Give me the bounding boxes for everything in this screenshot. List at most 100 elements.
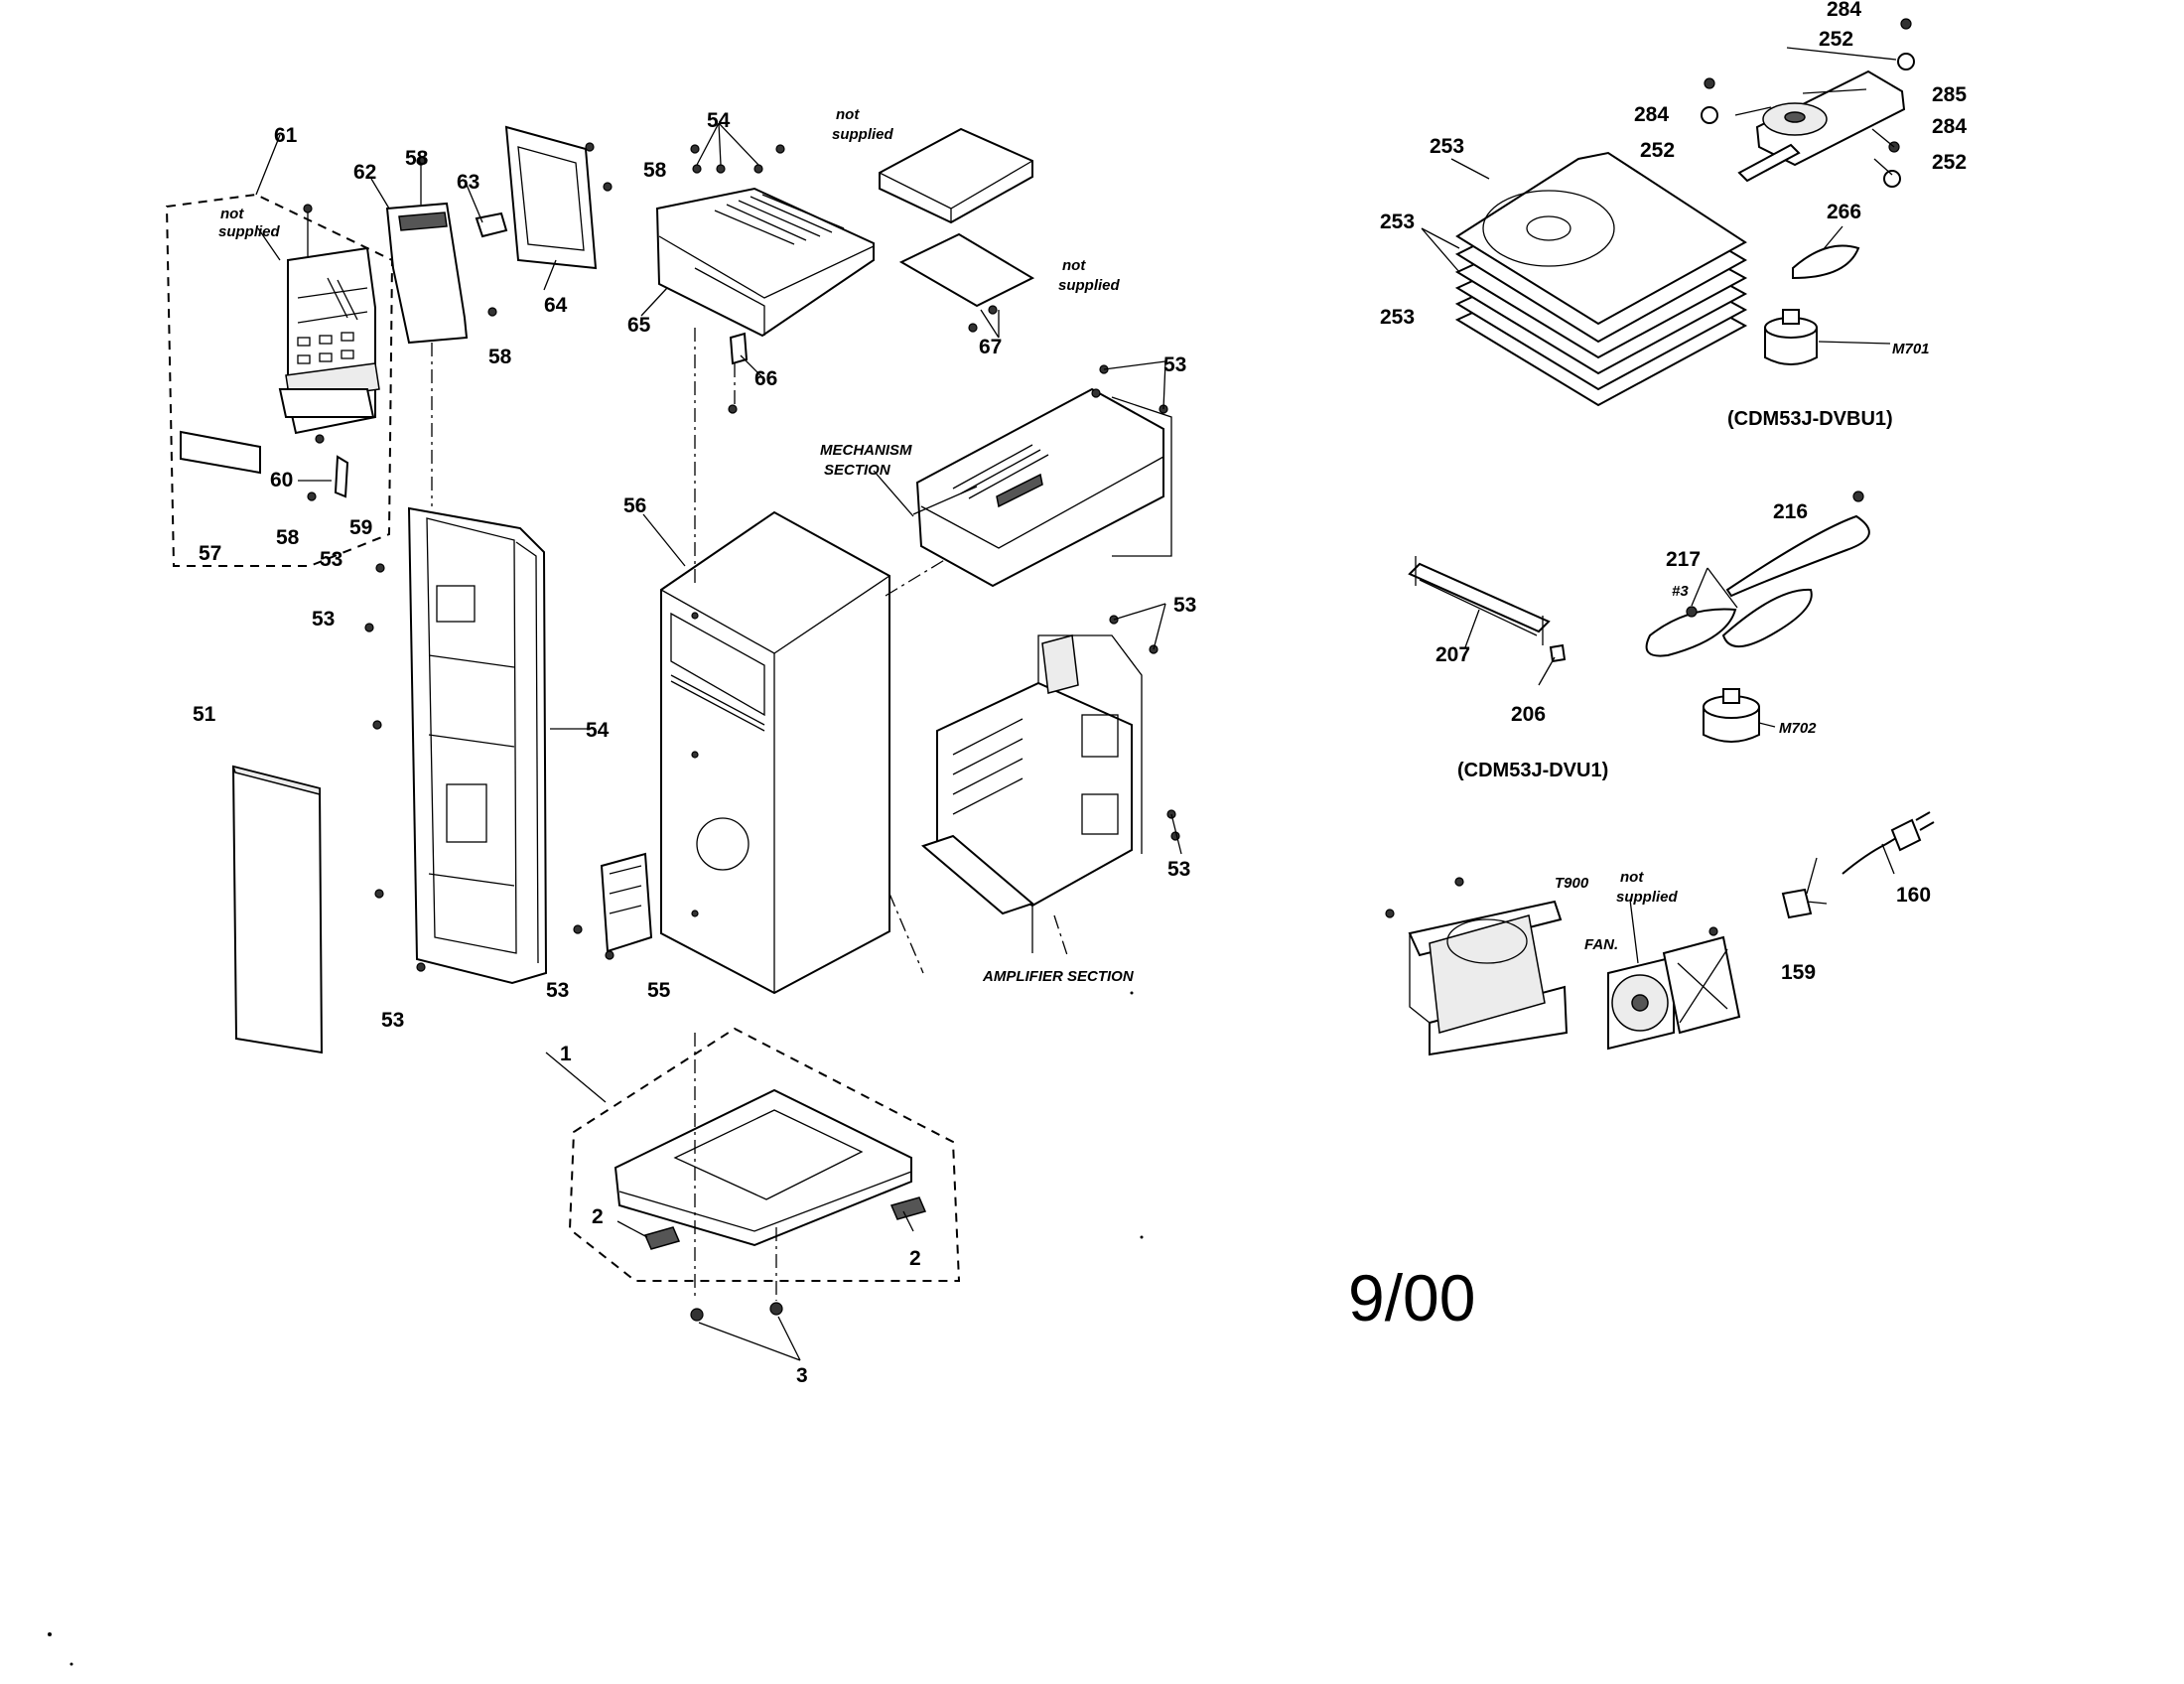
label-54: 54 bbox=[707, 109, 731, 132]
frame-64 bbox=[487, 125, 613, 317]
label-217: 217 bbox=[1666, 548, 1701, 571]
label-M701: M701 bbox=[1892, 341, 1930, 357]
label-67: 67 bbox=[979, 336, 1002, 358]
label-55: 55 bbox=[647, 979, 671, 1002]
label-253: 253 bbox=[1380, 210, 1415, 233]
label-53: 53 bbox=[320, 548, 342, 571]
belts-216-217 bbox=[1645, 491, 1870, 657]
base-assembly-1 bbox=[568, 1027, 961, 1322]
label-253: 253 bbox=[1380, 306, 1415, 329]
transformer-T900 bbox=[1385, 877, 1569, 1056]
label-206: 206 bbox=[1511, 703, 1546, 726]
power-cord-160 bbox=[1842, 811, 1935, 875]
label-266: 266 bbox=[1827, 201, 1861, 223]
label-284: 284 bbox=[1634, 103, 1669, 126]
model-captions: (CDM53J-DVBU1) (CDM53J-DVU1) bbox=[1457, 408, 1893, 781]
note-not: not bbox=[220, 206, 244, 222]
label-58: 58 bbox=[405, 147, 429, 170]
mechanism-section-label-2: SECTION bbox=[824, 462, 891, 479]
caption-cdm53j-dvu1: (CDM53J-DVU1) bbox=[1457, 760, 1608, 781]
connector-66 bbox=[728, 332, 749, 414]
label-1: 1 bbox=[560, 1043, 572, 1065]
date-code: 9/00 bbox=[1348, 1261, 1475, 1334]
bracket-55 bbox=[573, 852, 653, 960]
label-285: 285 bbox=[1932, 83, 1967, 106]
note-supplied: supplied bbox=[1058, 277, 1121, 294]
label-61: 61 bbox=[274, 124, 298, 147]
clip-206 bbox=[1549, 643, 1567, 663]
leader-lines bbox=[255, 47, 1897, 1361]
amplifier-section-label: AMPLIFIER SECTION bbox=[982, 968, 1135, 985]
note-supplied: supplied bbox=[218, 223, 281, 240]
label-216: 216 bbox=[1773, 500, 1808, 523]
label-284: 284 bbox=[1932, 115, 1967, 138]
caption-cdm53j-dvbu1: (CDM53J-DVBU1) bbox=[1727, 408, 1893, 430]
not-supplied-notes: not supplied not supplied not supplied n… bbox=[218, 106, 1679, 906]
front-panel-assembly-61 bbox=[165, 193, 394, 567]
label-56: 56 bbox=[623, 494, 646, 517]
bracket-63 bbox=[475, 211, 508, 238]
label-64: 64 bbox=[544, 294, 568, 317]
label-T900: T900 bbox=[1555, 875, 1589, 892]
label-63: 63 bbox=[457, 171, 479, 194]
label-53: 53 bbox=[546, 979, 569, 1002]
label-252: 252 bbox=[1640, 139, 1675, 162]
motor-M702 bbox=[1703, 688, 1760, 743]
label-62: 62 bbox=[353, 161, 376, 184]
cabinet-56 bbox=[660, 328, 952, 995]
note-not: not bbox=[1062, 257, 1086, 274]
fan-not-supplied bbox=[1607, 926, 1741, 1051]
label-253: 253 bbox=[1430, 135, 1464, 158]
label-53: 53 bbox=[312, 608, 335, 631]
label-51: 51 bbox=[193, 703, 216, 726]
note-supplied: supplied bbox=[1616, 889, 1679, 906]
note-not: not bbox=[1620, 869, 1644, 886]
label-hash3: #3 bbox=[1672, 583, 1689, 600]
label-65: 65 bbox=[627, 314, 651, 337]
label-54: 54 bbox=[586, 719, 610, 742]
label-53: 53 bbox=[1167, 858, 1190, 881]
panel-57 bbox=[180, 430, 261, 475]
display-panel-62 bbox=[385, 156, 469, 506]
label-159: 159 bbox=[1781, 961, 1816, 984]
label-252: 252 bbox=[1932, 151, 1967, 174]
disc-trays-253 bbox=[1454, 151, 1748, 407]
rail-207 bbox=[1408, 556, 1551, 645]
section-labels: MECHANISM SECTION AMPLIFIER SECTION bbox=[820, 442, 1135, 985]
note-supplied: supplied bbox=[832, 126, 894, 143]
mechanism-section-label: MECHANISM bbox=[820, 442, 912, 459]
top-unit-65 bbox=[655, 144, 875, 338]
label-M702: M702 bbox=[1779, 720, 1817, 737]
label-252: 252 bbox=[1819, 28, 1853, 51]
mechanism-section bbox=[915, 364, 1172, 588]
label-57: 57 bbox=[199, 542, 221, 565]
pad-not-supplied bbox=[879, 127, 1033, 224]
label-59: 59 bbox=[349, 516, 372, 539]
label-160: 160 bbox=[1896, 884, 1931, 907]
side-panel-51 bbox=[231, 765, 324, 1054]
front-frame-54 bbox=[364, 506, 590, 985]
callout-labels: 61 62 58 63 58 64 58 54 65 66 67 53 53 5… bbox=[193, 0, 1967, 1387]
label-53: 53 bbox=[1163, 353, 1186, 376]
label-3: 3 bbox=[796, 1364, 808, 1387]
label-fan: FAN. bbox=[1584, 936, 1618, 953]
label-66: 66 bbox=[754, 367, 777, 390]
label-53: 53 bbox=[381, 1009, 404, 1032]
label-2: 2 bbox=[909, 1247, 921, 1270]
bracket-59-60 bbox=[298, 434, 349, 501]
label-284: 284 bbox=[1827, 0, 1861, 21]
belt-266 bbox=[1792, 244, 1860, 280]
label-207: 207 bbox=[1435, 643, 1470, 666]
label-60: 60 bbox=[270, 469, 293, 491]
amplifier-section bbox=[921, 615, 1180, 959]
label-2: 2 bbox=[592, 1205, 604, 1228]
label-58: 58 bbox=[276, 526, 300, 549]
label-58: 58 bbox=[643, 159, 667, 182]
optical-pickup-285 bbox=[1701, 18, 1915, 188]
connector-159 bbox=[1781, 888, 1828, 919]
label-58: 58 bbox=[488, 346, 512, 368]
motor-M701 bbox=[1764, 309, 1818, 365]
note-not: not bbox=[836, 106, 860, 123]
board-67 bbox=[898, 232, 1035, 333]
